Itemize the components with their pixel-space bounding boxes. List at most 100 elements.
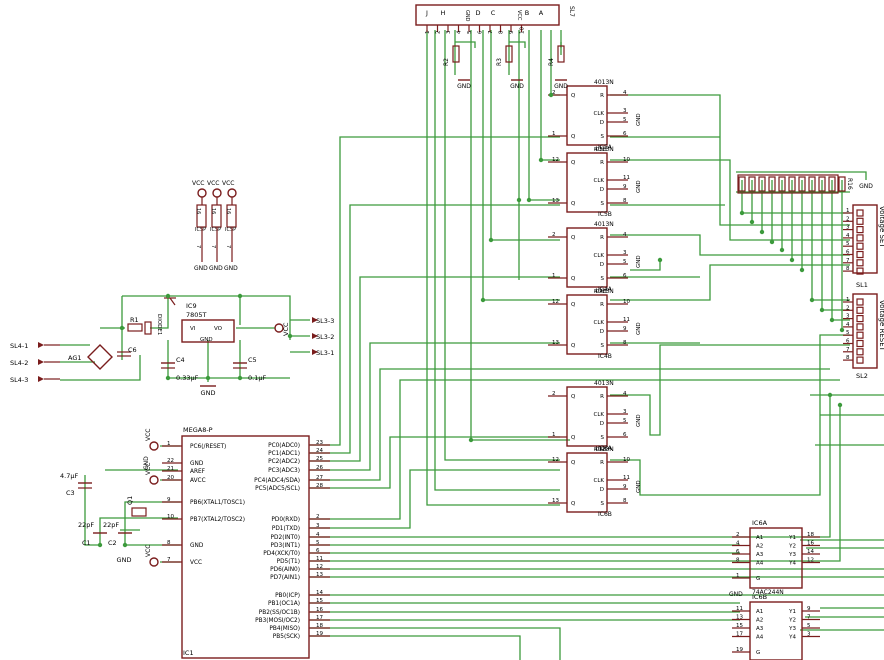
ic1-right-pin-number: 15 [316, 598, 323, 604]
sl2-pin-number: 7 [846, 347, 850, 353]
sl2-pin-pad [856, 306, 864, 314]
ff-body-4 [566, 294, 608, 355]
buffer-out-name: Y3 [788, 552, 796, 558]
ff-left-pin-number: 1 [552, 273, 556, 279]
buffer-in-name: A4 [756, 561, 764, 567]
c3-value: 4.7µF [60, 472, 78, 480]
sl1-body [852, 204, 878, 274]
buffer-out-name: Y4 [788, 561, 796, 567]
ic1-left-pin-name: PB6(XTAL1/TOSC1) [190, 500, 245, 506]
buffer-g-name: G [756, 576, 760, 582]
sl7-letter: B [525, 9, 529, 17]
sl2-pin-number: 2 [846, 305, 850, 311]
ff-left-pin-number: 12 [552, 299, 559, 305]
ff-right-pin-number: 5 [623, 259, 627, 265]
c1-value: 22pF [78, 521, 94, 529]
junction-dot [819, 307, 825, 313]
ic1-right-pin-name: PD5(T1) [277, 559, 300, 565]
ff-right-pin-letter: CLK [593, 253, 604, 259]
sl1-name: SL1 [856, 281, 868, 289]
ff-right-pin-number: 6 [623, 273, 627, 279]
junction-dot [657, 257, 663, 263]
buffer-in-number: 8 [736, 558, 740, 564]
ff-right-pin-number: 8 [623, 198, 627, 204]
ff-right-pin-letter: R [600, 160, 604, 166]
buffer-in-name: A2 [756, 544, 763, 550]
ic1-left-pin-number: 10 [167, 514, 174, 520]
sl1-pin-pad [856, 234, 864, 242]
sl1-pin-number: 6 [846, 250, 850, 256]
isp-label: ICSP [210, 227, 221, 233]
buffer-out-number: 12 [807, 558, 814, 564]
pullup-name: R4 [548, 58, 555, 66]
sl7-letter: H [441, 9, 446, 17]
sl7-pin-number: 4 [457, 30, 463, 34]
ic1-right-pin-number: 17 [316, 615, 323, 621]
ic1-right-pin-number: 4 [316, 532, 320, 538]
ic1-right-pin-number: 28 [316, 483, 323, 489]
rect-name: AG1 [68, 354, 82, 362]
components-layer [78, 4, 878, 660]
buffer-g-name: G [756, 650, 760, 656]
power-vcc: VCC [282, 322, 290, 336]
rnet-element [788, 176, 796, 192]
ff-right-pin-number: 9 [623, 326, 627, 332]
ff-part-label: 4013N [594, 79, 614, 86]
ff-right-pin-number: 5 [623, 117, 627, 123]
ff-left-pin-number: 12 [552, 457, 559, 463]
buffer-out-number: 9 [807, 606, 811, 612]
ff-right-pin-letter: R [600, 93, 604, 99]
mcu-vcc-terminal [149, 441, 159, 451]
sl7-tag: GND [464, 10, 470, 22]
sl1-pin-pad [856, 250, 864, 259]
ff-gnd-label: GND [636, 113, 642, 126]
c6-name: C6 [128, 346, 137, 354]
sl4-label: SL4-3 [10, 376, 28, 384]
ic1-right-pin-name: PB1(OC1A) [268, 601, 300, 607]
sl2-name: SL2 [856, 372, 868, 380]
junction-dot [809, 297, 815, 303]
ic1-right-pin-number: 14 [316, 590, 323, 596]
vcc-terminal [274, 323, 284, 333]
ff-gnd-label: GND [636, 414, 642, 427]
ic9-vo: VO [214, 326, 223, 332]
isp-vcc-label: VCC [207, 180, 219, 187]
buffer-part: 74AC244N [752, 589, 784, 596]
buffer-out-number: 3 [807, 632, 811, 638]
ic9-transistor-mark [164, 297, 176, 306]
sl7-letter: D [475, 9, 480, 17]
c1-name: C1 [82, 539, 91, 547]
ic1-right-pin-name: PD6(AIN0) [270, 567, 300, 573]
ff-right-pin-number: 11 [623, 175, 630, 181]
ff-right-pin-letter: S [601, 343, 605, 349]
ic1-body [181, 435, 310, 659]
ic1-right-pin-name: PB0(ICP) [275, 593, 300, 599]
c2-value: 22pF [103, 521, 119, 529]
junction-dot [789, 257, 795, 263]
buffer-name: IC6A [752, 519, 768, 527]
ic1-right-pin-number: 5 [316, 540, 320, 546]
ff-left-pin-number: 2 [552, 232, 556, 238]
ff-right-pin-number: 10 [623, 157, 630, 163]
rnet-element [808, 176, 816, 192]
c3-name: C3 [66, 489, 75, 497]
ff-left-pin-number: 13 [552, 498, 559, 504]
sl7-tag: VCC [516, 10, 522, 21]
sl1-pin-number: 8 [846, 266, 850, 272]
ic1-left-pin-name: PC6(/RESET) [190, 444, 226, 450]
rnet-r16 [737, 174, 839, 194]
sl3-arrow [312, 317, 318, 323]
ff-left-pin-letter: Q [571, 302, 576, 308]
c2-name: C2 [108, 539, 117, 547]
isp-pin-top: 16 [195, 208, 201, 214]
buffer-in-number: 17 [736, 632, 743, 638]
ff-left-pin-number: 1 [552, 432, 556, 438]
ic1-right-pin-name: PB2(SS/OC1B) [259, 610, 300, 616]
sl4-arrow [38, 342, 44, 348]
ic9-name: IC9 [186, 302, 197, 310]
ff-right-pin-number: 3 [623, 409, 627, 415]
ff-name-label: IC6A [598, 445, 613, 452]
sl2-caption: Voltage RESET [878, 300, 884, 352]
ff-right-pin-letter: R [600, 460, 604, 466]
sl7-letter: A [539, 9, 544, 17]
